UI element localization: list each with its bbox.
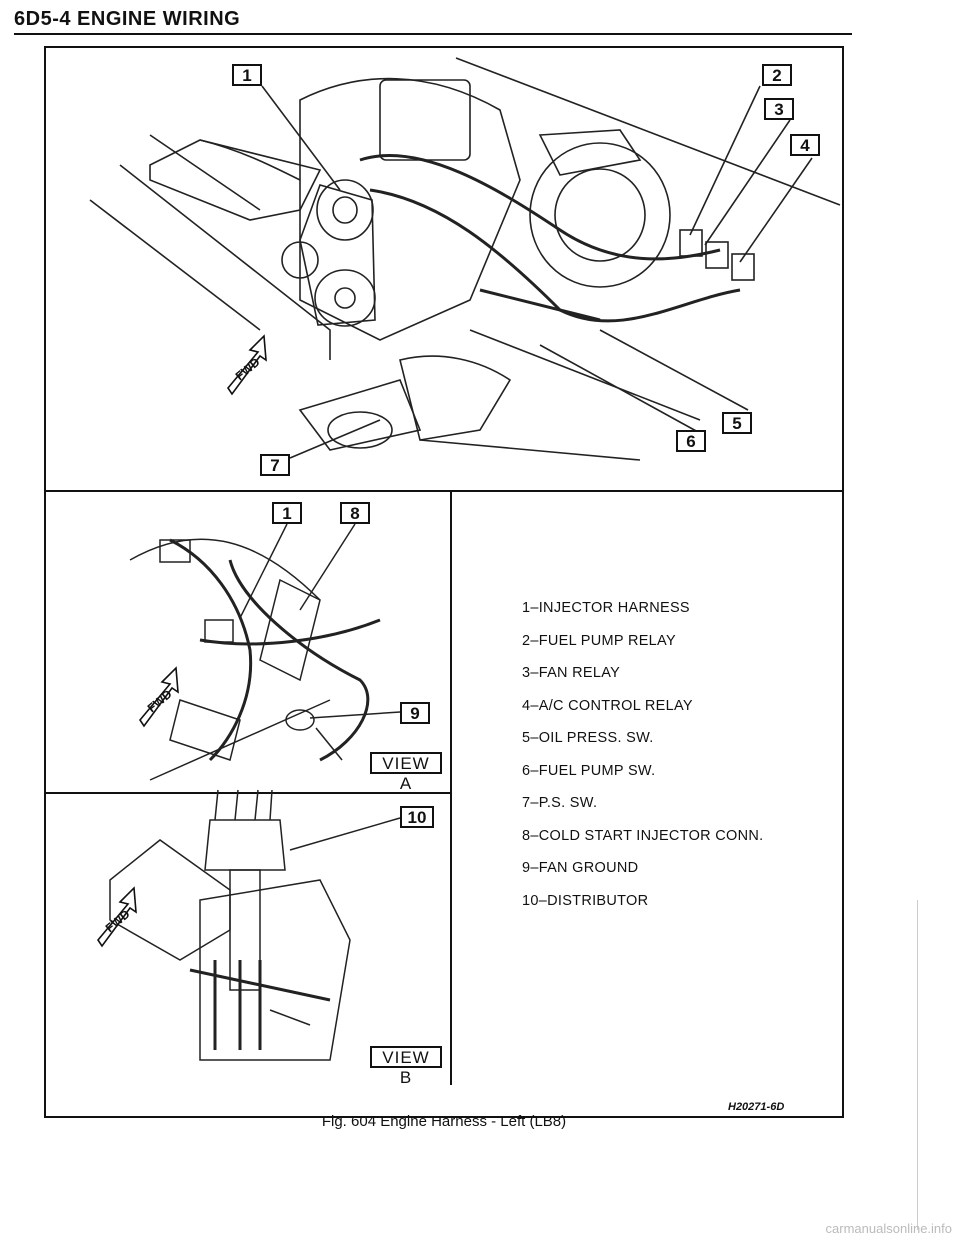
callout-3: 3 xyxy=(764,98,794,120)
callout-1: 1 xyxy=(232,64,262,86)
callout-view-b-10: 10 xyxy=(400,806,434,828)
page-header: 6D5-4 ENGINE WIRING xyxy=(14,8,241,30)
legend-item: 7–P.S. SW. xyxy=(522,795,598,811)
legend-item: 1–INJECTOR HARNESS xyxy=(522,600,690,616)
callout-5: 5 xyxy=(722,412,752,434)
divider-vertical xyxy=(450,490,452,1085)
legend-item: 5–OIL PRESS. SW. xyxy=(522,730,654,746)
legend-item: 8–COLD START INJECTOR CONN. xyxy=(522,827,764,844)
view-b-label: VIEW B xyxy=(370,1046,442,1087)
figure-number: H20271-6D xyxy=(728,1101,785,1113)
figure-frame xyxy=(44,46,844,1118)
callout-view-a-9: 9 xyxy=(400,702,430,724)
callout-4: 4 xyxy=(790,134,820,156)
callout-view-a-8: 8 xyxy=(340,502,370,524)
legend-item: 9–FAN GROUND xyxy=(522,860,639,876)
header-rule xyxy=(14,33,852,35)
divider-top xyxy=(44,490,844,492)
callout-2: 2 xyxy=(762,64,792,86)
divider-views xyxy=(44,792,452,794)
parts-legend: 1–INJECTOR HARNESS 2–FUEL PUMP RELAY 3–F… xyxy=(522,600,764,925)
legend-item: 3–FAN RELAY xyxy=(522,665,621,681)
legend-item: 2–FUEL PUMP RELAY xyxy=(522,632,676,649)
view-a-label: VIEW A xyxy=(370,752,442,793)
figure-caption: Fig. 604 Engine Harness - Left (LB8) xyxy=(321,1113,567,1130)
legend-item: 4–A/C CONTROL RELAY xyxy=(522,697,693,714)
legend-item: 10–DISTRIBUTOR xyxy=(522,892,649,909)
watermark: carmanualsonline.info xyxy=(825,1221,952,1236)
page-edge-line xyxy=(917,900,918,1230)
callout-view-a-1: 1 xyxy=(272,502,302,524)
callout-6: 6 xyxy=(676,430,706,452)
callout-7: 7 xyxy=(260,454,290,476)
legend-item: 6–FUEL PUMP SW. xyxy=(522,762,656,779)
